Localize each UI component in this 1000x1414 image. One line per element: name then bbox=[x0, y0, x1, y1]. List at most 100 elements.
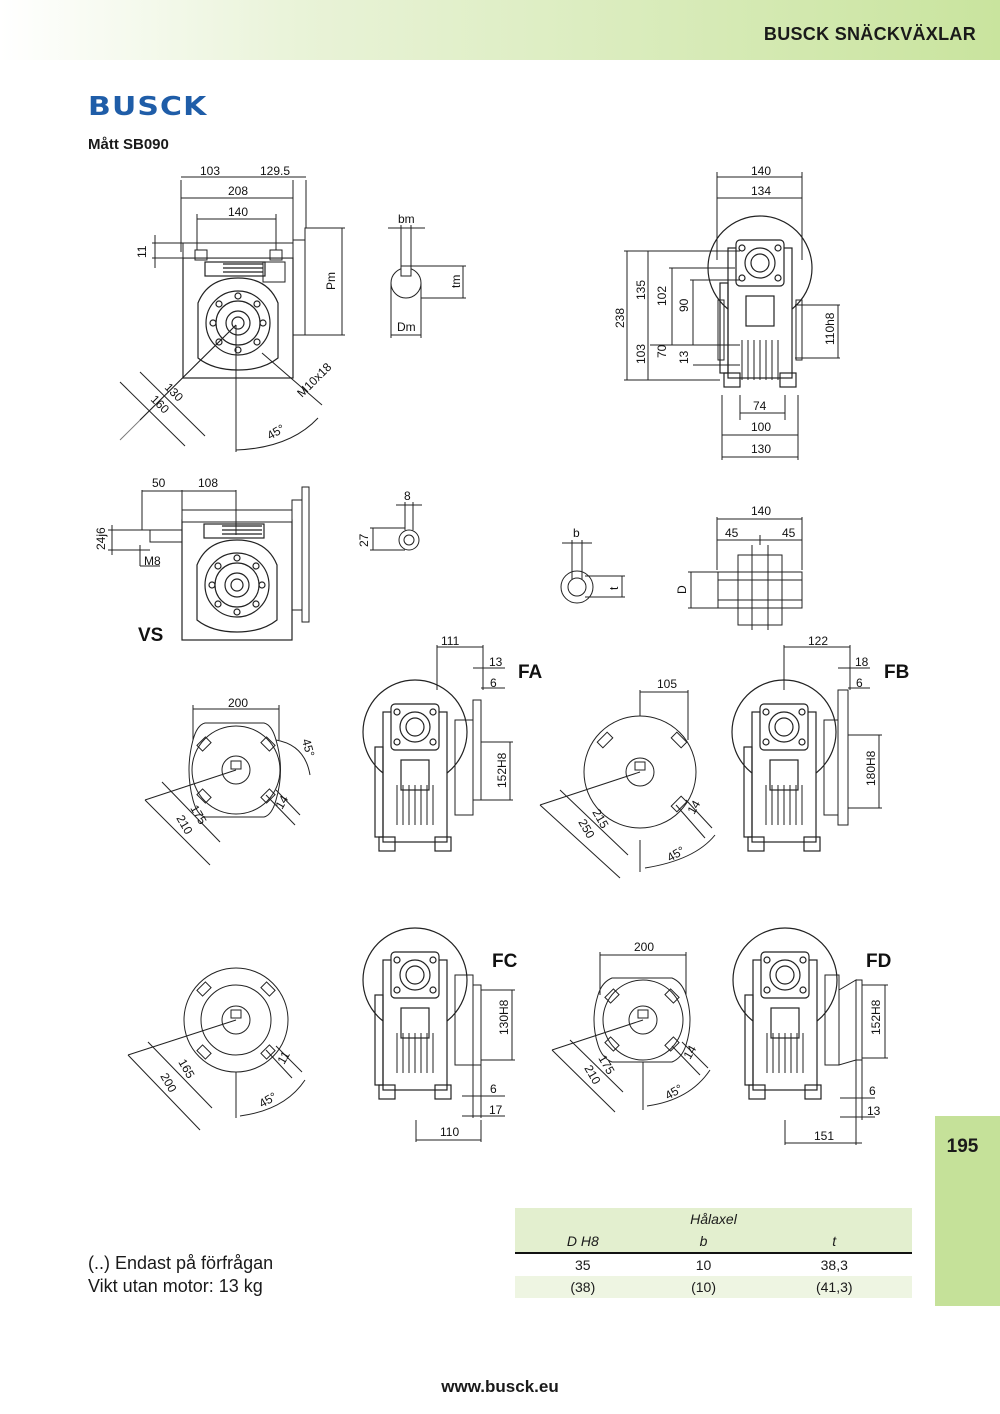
dim-label: 200 bbox=[157, 1071, 179, 1096]
dim-label: 6 bbox=[869, 1084, 876, 1098]
dim-label: 45° bbox=[257, 1089, 280, 1110]
view-fc-flange bbox=[127, 967, 306, 1131]
view-fa-side bbox=[362, 645, 513, 852]
dim-label: 14 bbox=[684, 798, 703, 817]
dim-label: 130 bbox=[751, 442, 771, 456]
dim-label: 130H8 bbox=[497, 999, 511, 1035]
dim-label: 14 bbox=[272, 793, 291, 812]
dim-label: t bbox=[607, 586, 621, 590]
dim-label: b bbox=[573, 526, 580, 540]
dim-label: 165 bbox=[175, 1057, 197, 1082]
dim-label: 135 bbox=[634, 280, 648, 300]
view-fd-flange bbox=[551, 952, 711, 1113]
dim-label: 6 bbox=[856, 676, 863, 690]
dim-label: 11 bbox=[135, 245, 149, 258]
dim-label: bm bbox=[398, 212, 415, 226]
table-cell: (10) bbox=[650, 1276, 757, 1298]
dim-label: 103 bbox=[200, 164, 220, 178]
detail-motor-keyway bbox=[388, 225, 466, 338]
dim-label: 152H8 bbox=[869, 999, 883, 1035]
dim-label: 45 bbox=[782, 526, 796, 540]
dim-label: 200 bbox=[228, 696, 248, 710]
variant-label-vs: VS bbox=[138, 625, 163, 646]
dim-label: 45° bbox=[299, 737, 317, 758]
detail-input-shaft bbox=[370, 502, 422, 551]
hollow-shaft-table: Hålaxel D H8 b t 35 10 38,3 (38) (10) (4… bbox=[515, 1208, 912, 1298]
dim-label: 102 bbox=[655, 286, 669, 306]
dim-label: M8 bbox=[144, 554, 161, 568]
dim-label: 111 bbox=[441, 634, 460, 648]
notes: (..) Endast på förfrågan Vikt utan motor… bbox=[88, 1252, 273, 1298]
dim-label: 18 bbox=[855, 655, 869, 669]
dim-label: Pm bbox=[324, 272, 338, 290]
page-header-title: BUSCK SNÄCKVÄXLAR bbox=[763, 24, 976, 44]
dim-label: 200 bbox=[634, 940, 654, 954]
detail-hollow-shaft bbox=[560, 540, 625, 604]
dim-label: 6 bbox=[490, 676, 497, 690]
view-fb-side bbox=[731, 645, 882, 852]
page-subtitle: Mått SB090 bbox=[88, 136, 169, 153]
dim-label: 13 bbox=[677, 350, 691, 364]
table-column-header: t bbox=[756, 1230, 912, 1254]
view-front bbox=[119, 176, 345, 452]
dim-label: 105 bbox=[657, 677, 677, 691]
dim-label: 103 bbox=[634, 344, 648, 364]
dim-label: 110h8 bbox=[823, 312, 837, 345]
dim-label: 45° bbox=[663, 1081, 686, 1102]
view-fc-side bbox=[362, 927, 515, 1142]
dim-label: tm bbox=[449, 275, 463, 288]
dim-label: 17 bbox=[489, 1103, 503, 1117]
table-row: (38) (10) (41,3) bbox=[515, 1276, 912, 1298]
dim-label: M10x18 bbox=[294, 360, 334, 400]
table-cell: 35 bbox=[515, 1253, 651, 1276]
dim-label: 27 bbox=[357, 533, 371, 547]
dim-label: 140 bbox=[751, 504, 771, 518]
dim-label: D bbox=[675, 585, 689, 594]
dim-label: 13 bbox=[867, 1104, 881, 1118]
dim-label: 8 bbox=[404, 489, 411, 503]
view-side bbox=[624, 172, 840, 460]
dim-label: 238 bbox=[613, 308, 627, 328]
view-vs bbox=[108, 486, 310, 641]
dim-label: 45° bbox=[665, 843, 688, 864]
note-weight: Vikt utan motor: 13 kg bbox=[88, 1276, 263, 1296]
variant-label-fa: FA bbox=[518, 662, 543, 683]
page-tab: 195 bbox=[935, 1116, 1000, 1306]
dim-label: Dm bbox=[397, 320, 416, 334]
header-band bbox=[0, 0, 1000, 60]
dim-label: 50 bbox=[152, 476, 166, 490]
dim-label: 208 bbox=[228, 184, 248, 198]
dim-label: 13 bbox=[489, 655, 503, 669]
view-fd-side bbox=[732, 927, 888, 1145]
dim-label: 6 bbox=[490, 1082, 497, 1096]
dim-label: 45° bbox=[265, 421, 288, 442]
dim-label: 152H8 bbox=[495, 752, 509, 788]
dim-label: 24j6 bbox=[94, 527, 108, 550]
table-column-header: D H8 bbox=[515, 1230, 651, 1254]
dim-label: 100 bbox=[751, 420, 771, 434]
dim-label: 140 bbox=[751, 164, 771, 178]
page-number: 195 bbox=[946, 1136, 979, 1157]
view-fa-flange bbox=[144, 705, 311, 866]
dim-label: 70 bbox=[655, 344, 669, 358]
dim-label: 90 bbox=[677, 298, 691, 312]
dim-label: 14 bbox=[680, 1043, 699, 1062]
footer-url[interactable]: www.busck.eu bbox=[441, 1377, 559, 1396]
dim-label: 180H8 bbox=[864, 750, 878, 786]
table-cell: (38) bbox=[515, 1276, 651, 1298]
table-group-header: Hålaxel bbox=[515, 1208, 912, 1230]
busck-logo: BUSCK bbox=[88, 92, 208, 122]
variant-label-fc: FC bbox=[492, 951, 518, 972]
table-cell: 38,3 bbox=[756, 1253, 912, 1276]
variant-label-fb: FB bbox=[884, 662, 909, 683]
table-column-header: b bbox=[650, 1230, 757, 1254]
dim-label: 122 bbox=[808, 634, 828, 648]
dim-label: 140 bbox=[228, 205, 248, 219]
detail-hollow-shaft-section bbox=[688, 517, 803, 630]
dim-label: 129.5 bbox=[260, 164, 290, 178]
table-cell: 10 bbox=[650, 1253, 757, 1276]
dim-label: 108 bbox=[198, 476, 218, 490]
dim-label: 74 bbox=[753, 399, 767, 413]
dim-label: 110 bbox=[440, 1125, 459, 1139]
